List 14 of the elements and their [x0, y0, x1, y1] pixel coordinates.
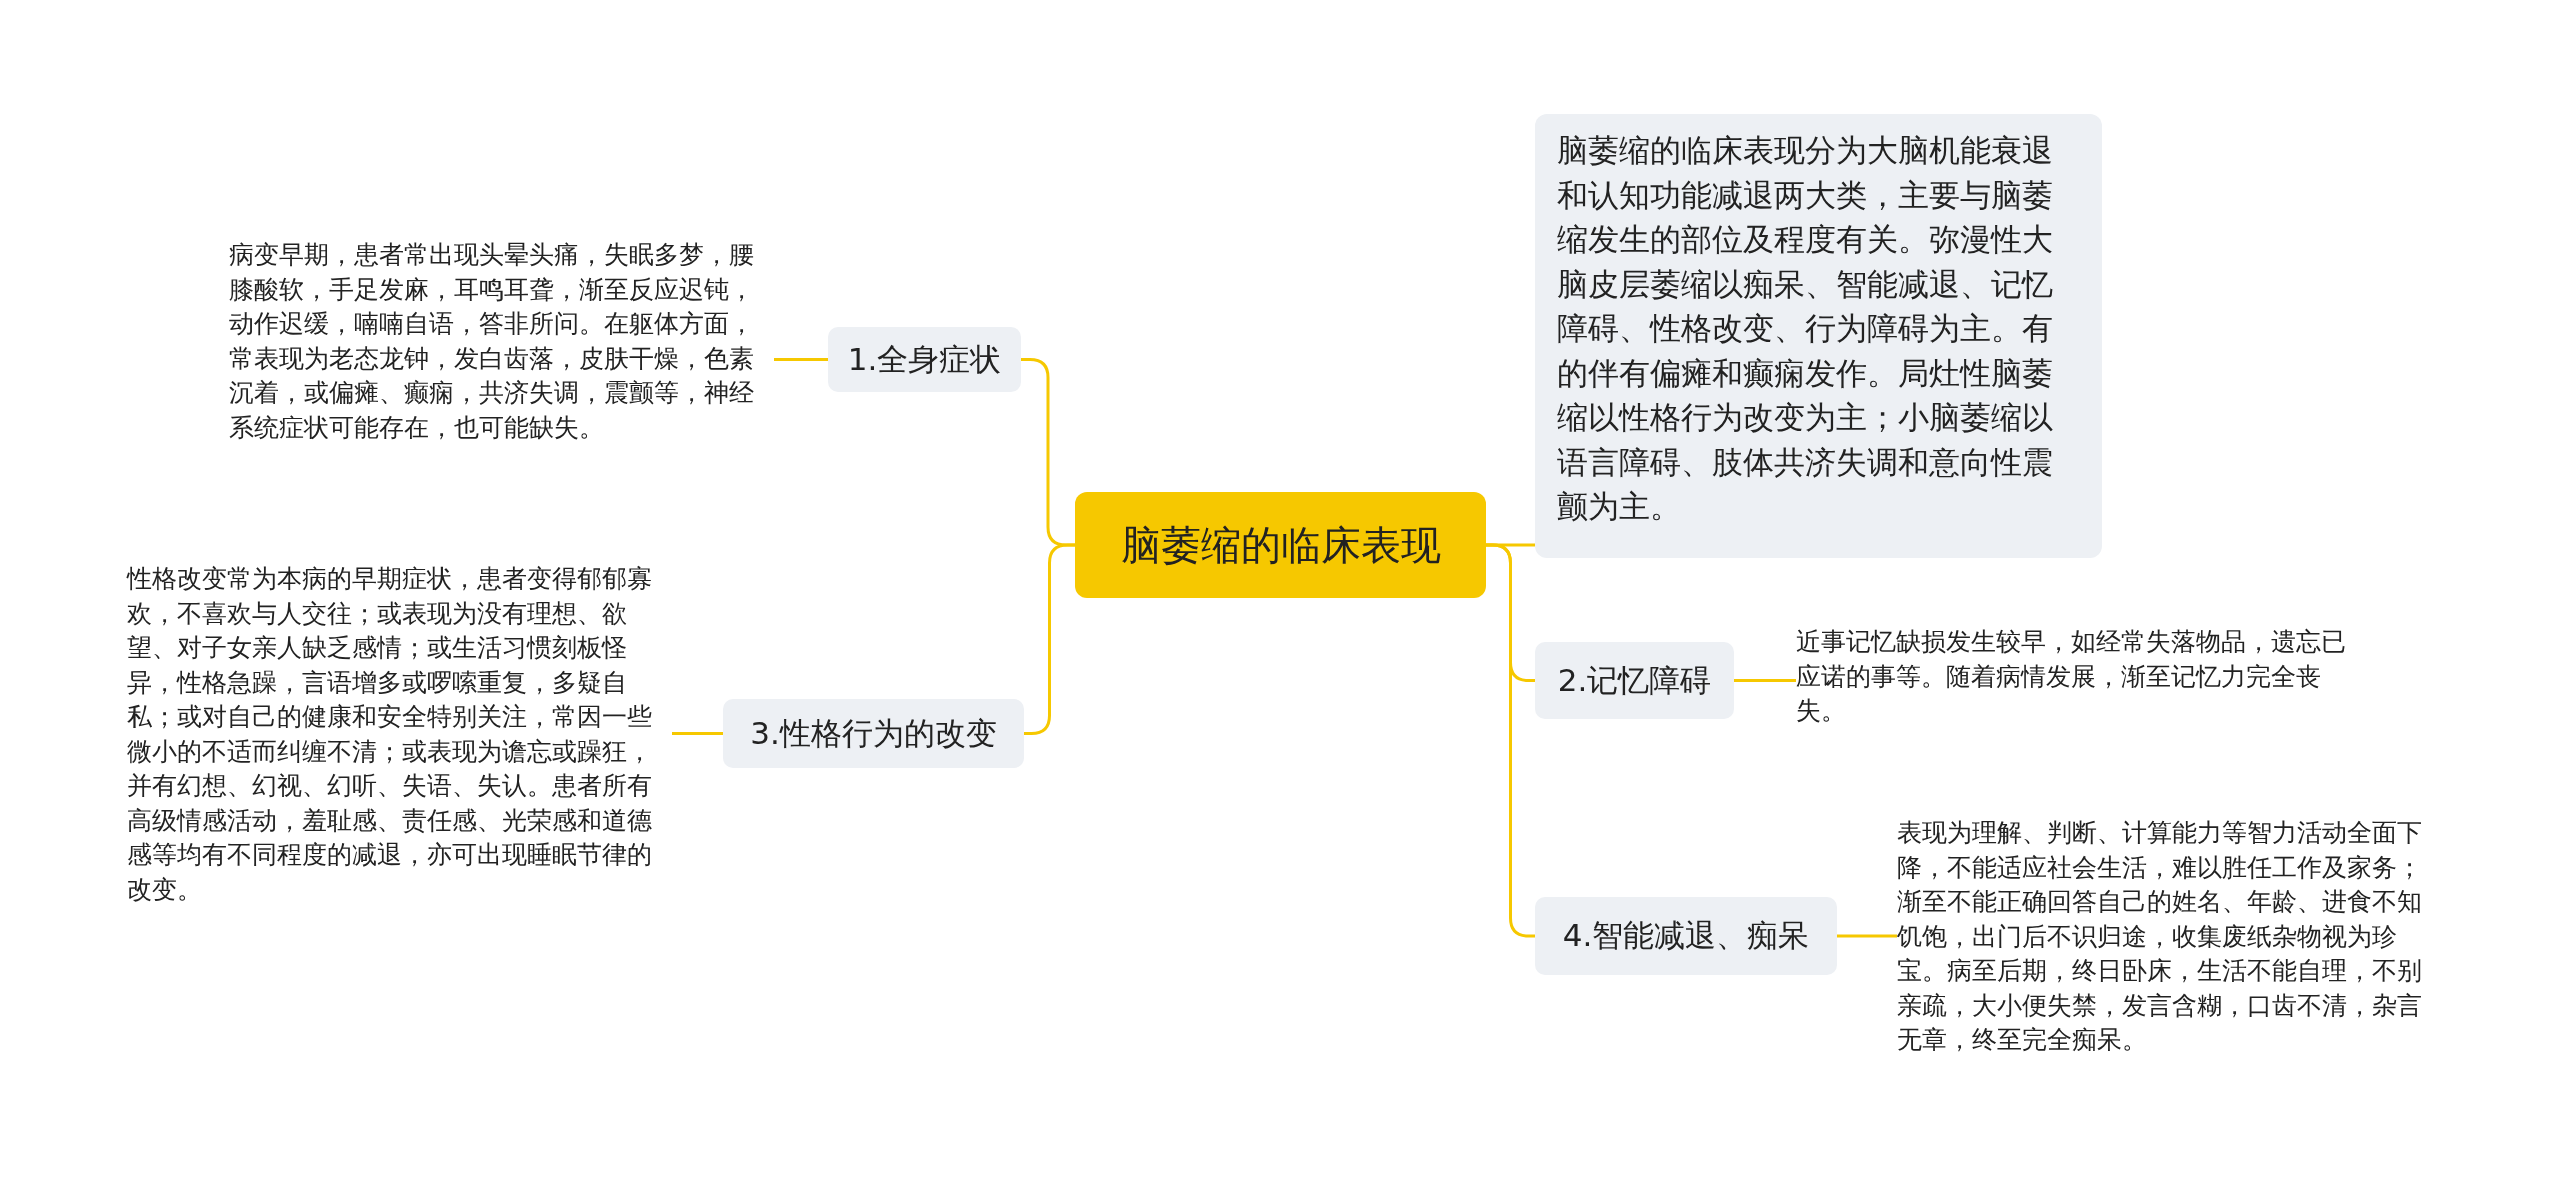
- branch-topic: 2.记忆障碍: [1535, 642, 1734, 719]
- note-text: 性格改变常为本病的早期症状，患者变得郁郁寡欢，不喜欢与人交往；或表现为没有理想、欲望、对子女亲人缺乏感情；或生活习惯刻板怪异，性格急躁，言语增多或啰嗦重复，多疑自私；或对自己的健康和安全特别关注，常因一些微小的不适而纠缠不清；或表现为谵忘或躁狂，并有幻想、幻视、幻听、失语、失认。患者所有高级情感活动，羞耻感、责任感、光荣感和道德感等均有不同程度的减退，亦可出现睡眠节律的改变。: [127, 563, 653, 906]
- note-text: 近事记忆缺损发生较早，如经常失落物品，遗忘已应诺的事等。随着病情发展，渐至记忆力完全丧失。: [1796, 626, 2347, 727]
- branch-topic: 4.智能减退、痴呆: [1535, 897, 1837, 975]
- connector-line: [1837, 934, 1897, 938]
- note-text: 病变早期，患者常出现头晕头痛，失眠多梦，腰膝酸软，手足发麻，耳鸣耳聋，渐至反应迟钝，动作迟缓，喃喃自语，答非所问。在躯体方面，常表现为老态龙钟，发白齿落，皮肤干燥，色素沉着，或偏瘫、癫痫，共济失调，震颤等，神经系统症状可能存在，也可能缺失。: [229, 239, 755, 444]
- connector-line: [672, 732, 723, 735]
- connector-line: [774, 358, 828, 361]
- central-topic: 脑萎缩的临床表现: [1075, 492, 1486, 598]
- note-text: 表现为理解、判断、计算能力等智力活动全面下降，不能适应社会生活，难以胜任工作及家务；渐至不能正确回答自己的姓名、年龄、进食不知饥饱，出门后不识归途，收集废纸杂物视为珍宝。病至后期，终日卧床，生活不能自理，不别亲疏，大小便失禁，发言含糊，口齿不清，杂言无章，终至完全痴呆。: [1897, 817, 2423, 1056]
- branch-topic: 3.性格行为的改变: [723, 699, 1024, 768]
- topic-card: 脑萎缩的临床表现分为大脑机能衰退和认知功能减退两大类，主要与脑萎缩发生的部位及程度有关。弥漫性大脑皮层萎缩以痴呆、智能减退、记忆障碍、性格改变、行为障碍为主。有的伴有偏瘫和癫痫发作。局灶性脑萎缩以性格行为改变为主；小脑萎缩以语言障碍、肢体共济失调和意向性震颤为主。: [1535, 114, 2102, 558]
- connector-line: [1734, 679, 1796, 682]
- branch-topic: 1.全身症状: [828, 327, 1021, 392]
